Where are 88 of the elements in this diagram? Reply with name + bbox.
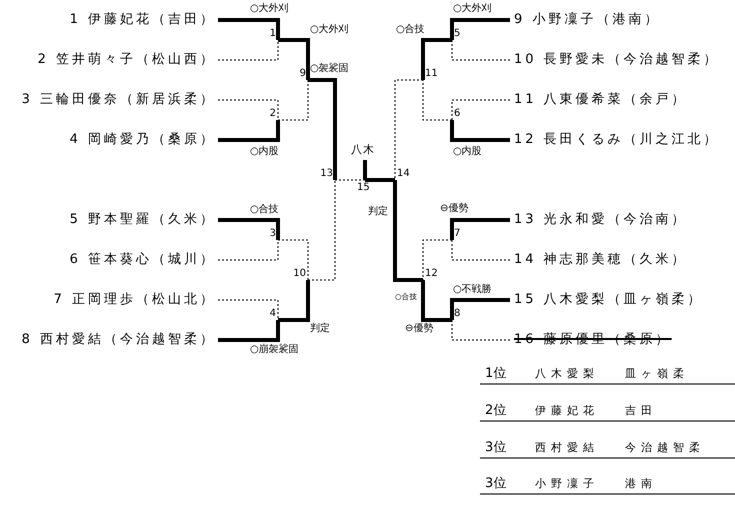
entrant-name: 2 笠井萌々子（松山西） [38, 52, 216, 68]
school-name: 今治越智柔 [625, 441, 705, 455]
match-number: 13 [320, 168, 333, 179]
entrant-name: 1 伊藤妃花（吉田） [70, 12, 216, 28]
school-name: 皿ヶ嶺柔 [625, 367, 689, 381]
technique-label: ○内股 [453, 146, 482, 158]
decision-label: 判定 [368, 206, 388, 218]
match-number: 3 [270, 228, 276, 239]
entrant-name: 9 小野凜子（港南） [514, 12, 660, 28]
bracket-line [308, 180, 336, 280]
bracket-line [363, 160, 367, 182]
bracket-line [278, 240, 308, 280]
entrant-name: 7 正岡理歩（松山北） [54, 292, 216, 308]
bracket-line [363, 178, 395, 182]
bracket-line [218, 218, 280, 240]
bracket-line [218, 18, 280, 40]
player-name: 八木愛梨 [535, 367, 599, 381]
bracket-line [278, 38, 310, 80]
match-number: 10 [293, 268, 306, 279]
bracket-line [422, 240, 452, 280]
decision-label: 判定 [310, 323, 330, 335]
bracket-line [450, 18, 510, 40]
entrant-name: 10 長野愛未（今治越智柔） [514, 52, 720, 68]
bracket-line [421, 38, 452, 80]
match-number: 7 [454, 228, 460, 239]
rank-label: 1位 [485, 367, 506, 381]
entrant-name: 6 笹本葵心（城川） [70, 252, 216, 268]
rank-label: 3位 [485, 441, 506, 455]
entrant-name: 13 光永和愛（今治南） [514, 212, 688, 228]
bracket-line [218, 300, 278, 320]
bracket-line [218, 120, 280, 142]
entrant-name: 12 長田くるみ（川之江北） [514, 132, 720, 148]
technique-label: ○大外刈 [310, 24, 349, 36]
match-number: 4 [270, 308, 276, 319]
bracket-line [450, 298, 510, 320]
technique-label: ○大外刈 [453, 3, 492, 15]
rank-label: 2位 [485, 404, 506, 418]
match-number: 12 [425, 268, 438, 279]
bracket-line [394, 80, 424, 180]
bracket-line [278, 280, 310, 322]
bracket-line [452, 320, 510, 340]
bracket-line [452, 40, 510, 60]
entrant-name: 4 岡崎愛乃（桑原） [70, 132, 216, 148]
technique-label: ○大外刈 [250, 3, 289, 15]
technique-label: ○合技 [250, 204, 279, 216]
school-name: 吉田 [625, 404, 657, 418]
entrant-name: 11 八東優希菜（余戸） [514, 92, 688, 108]
bracket-line [452, 240, 510, 260]
bracket-line [308, 78, 337, 180]
bracket-line [218, 240, 278, 260]
technique-label: ○不戦勝 [453, 284, 492, 296]
entrant-name: 16 藤原優里（桑原） [514, 332, 672, 348]
match-number: 8 [454, 308, 460, 319]
match-number: 15 [357, 182, 370, 193]
bracket-line [452, 100, 510, 120]
technique-label: ⊖優勢 [405, 323, 434, 335]
entrant-name: 15 八木愛梨（皿ヶ嶺柔） [514, 292, 704, 308]
entrant-name: 3 三輪田優奈（新居浜柔） [22, 92, 216, 108]
entrant-name: 5 野本聖羅（久米） [70, 212, 216, 228]
bracket-line [218, 40, 278, 60]
bracket-line [450, 120, 510, 142]
match-number: 6 [454, 108, 460, 119]
technique-label: ○袈裟固 [310, 63, 349, 75]
match-number: 1 [270, 28, 276, 39]
bracket-line [218, 320, 280, 342]
bracket-line [422, 80, 452, 120]
player-name: 小野凜子 [535, 477, 599, 491]
bracket-line [218, 100, 278, 120]
match-number: 5 [454, 28, 460, 39]
entrant-name: 8 西村愛結（今治越智柔） [22, 332, 216, 348]
technique-label: ○合技 [396, 24, 425, 36]
player-name: 伊藤妃花 [535, 404, 599, 418]
match-number: 14 [397, 168, 410, 179]
technique-label: ○内股 [250, 146, 279, 158]
bracket-line [450, 218, 510, 240]
match-number: 11 [425, 68, 438, 79]
bracket-line [393, 180, 423, 282]
entrant-name: 14 神志那美穂（久米） [514, 252, 688, 268]
winner-name: 八木 [351, 142, 375, 158]
bracket-line [421, 280, 452, 322]
match-number: 9 [300, 68, 306, 79]
bracket-line [278, 80, 308, 120]
school-name: 港南 [625, 477, 657, 491]
technique-label: ○崩袈裟固 [250, 344, 299, 356]
technique-label: ⊖優勢 [440, 203, 468, 215]
player-name: 西村愛結 [535, 441, 599, 455]
rank-label: 3位 [485, 477, 506, 491]
match-number: 2 [270, 108, 276, 119]
